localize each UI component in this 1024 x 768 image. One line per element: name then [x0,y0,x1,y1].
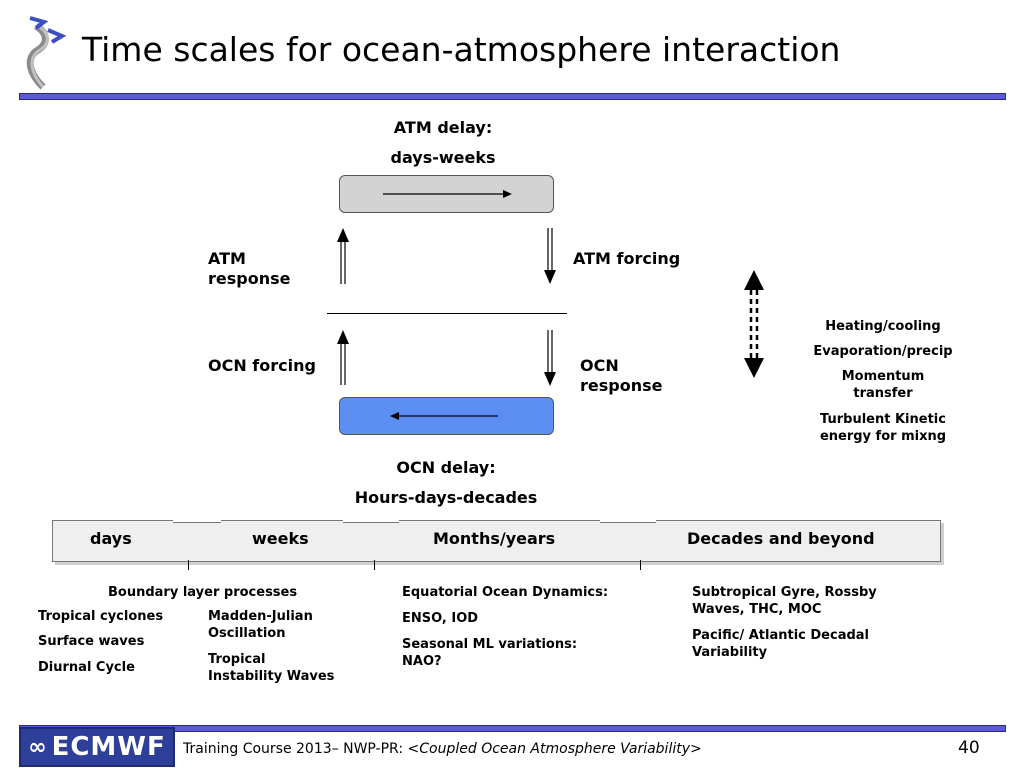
right-arrow-icon [383,190,512,198]
timescale-months-years: Months/years [433,529,556,548]
footer-course-prefix: Training Course 2013– NWP-PR: < [183,741,420,757]
ecmwf-logo: ∞ ECMWF [19,727,175,767]
ocn-delay-value: Hours-days-decades [354,488,538,507]
footer-course-title: Coupled Ocean Atmosphere Variability [419,741,690,757]
phenomenon-equatorial: Equatorial Ocean Dynamics: [402,585,609,600]
logo-text: ECMWF [51,732,166,762]
phenomenon-enso: ENSO, IOD [402,611,479,626]
left-arrow-icon [390,412,498,420]
timescale-weeks: weeks [252,529,309,548]
timescale-decades: Decades and beyond [687,529,875,548]
up-arrow-icon [337,228,349,284]
phenomenon-surface-waves: Surface waves [38,634,145,649]
up-arrow-icon [337,330,349,385]
footer-course-suffix: > [690,741,702,757]
ocn-delay-label: OCN delay: [396,458,496,477]
down-arrow-icon [544,330,556,386]
timeline-top-gap [173,518,221,523]
page-number: 40 [958,738,980,758]
timeline-top-gap [600,518,656,523]
timescale-bar [52,520,941,562]
footer-course-text: Training Course 2013– NWP-PR: <Coupled O… [183,741,702,757]
down-arrow-icon [544,228,556,284]
timeline-tick [188,560,189,570]
phenomenon-boundary-layer: Boundary layer processes [108,585,298,600]
atm-delay-label: ATM delay: [393,118,493,137]
atmosphere-box [339,175,554,213]
timescale-days: days [90,529,132,548]
phenomenon-tropical-cyclones: Tropical cyclones [38,609,164,624]
ocn-forcing-label: OCN forcing [208,356,316,375]
timeline-top-gap [343,518,399,523]
title-underline-bar [19,93,1006,100]
exchange-evaporation: Evaporation/precip [813,344,953,359]
air-sea-interface-line [327,313,567,314]
ecmwf-swirl-icon [26,16,67,90]
atm-forcing-label: ATM forcing [573,249,681,268]
bidirectional-arrow-icon [744,270,764,378]
exchange-heating: Heating/cooling [825,319,941,334]
timeline-tick [640,560,641,570]
timeline-tick [374,560,375,570]
atm-delay-value: days-weeks [390,148,496,167]
logo-symbol-icon: ∞ [28,734,48,760]
slide-title: Time scales for ocean-atmosphere interac… [82,30,841,69]
ocean-box [339,397,554,435]
phenomenon-seasonal: Seasonal ML variations:NAO? [402,637,578,669]
phenomenon-diurnal-cycle: Diurnal Cycle [38,660,135,675]
